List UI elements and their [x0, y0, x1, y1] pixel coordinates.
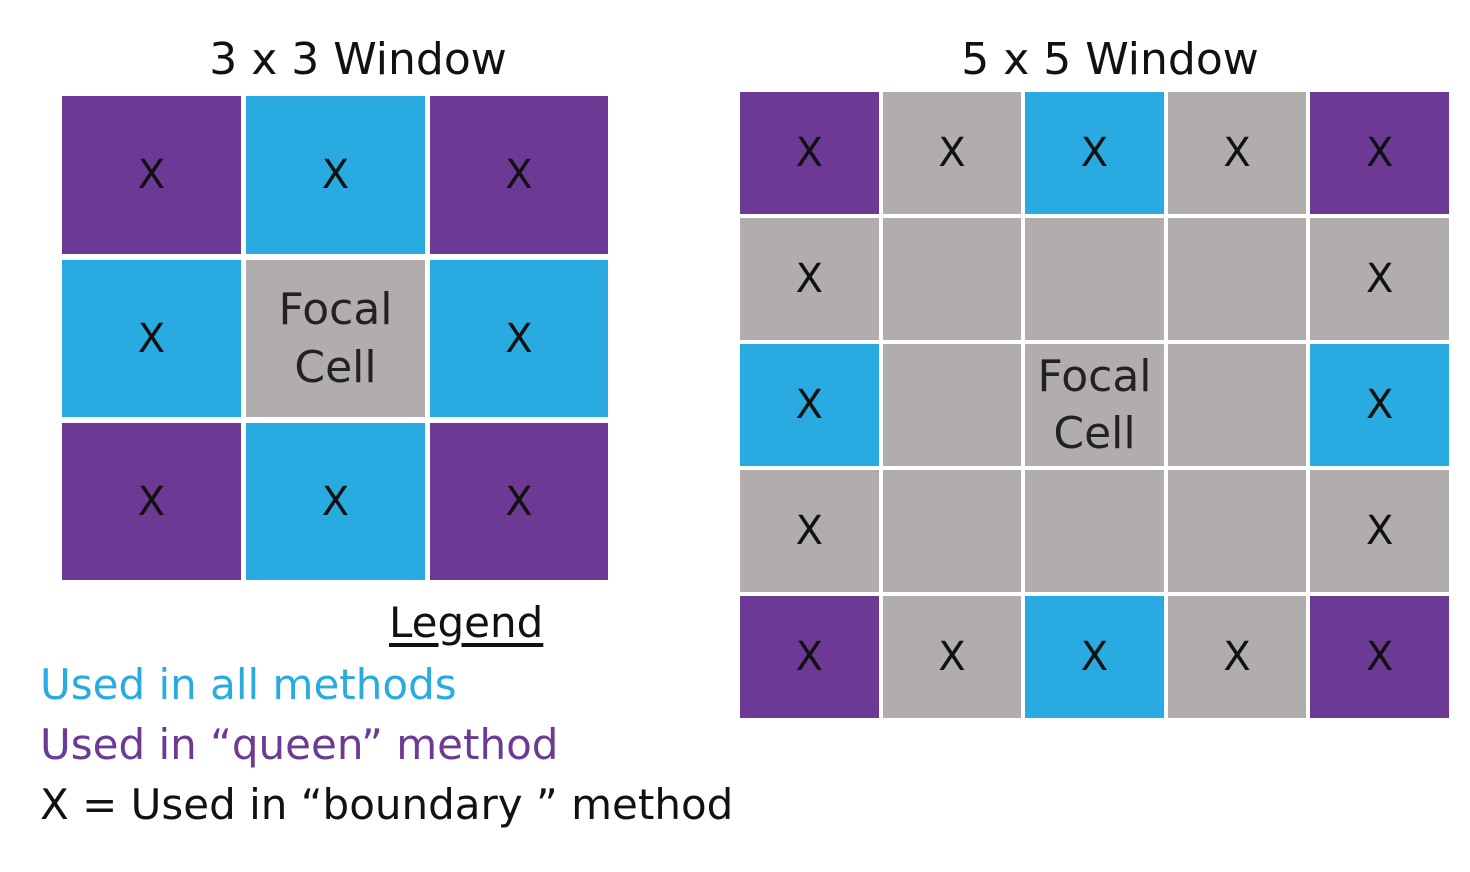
- grid-cell-queen: X: [62, 96, 241, 254]
- grid-cell-all-methods: X: [1310, 344, 1449, 466]
- cell-mark: X: [1223, 130, 1251, 176]
- cell-mark: X: [1365, 382, 1394, 428]
- five-by-five-title: 5 x 5 Window: [961, 34, 1259, 85]
- cell-mark: X: [321, 152, 350, 198]
- focal-cell-label-line1: Focal: [278, 284, 393, 336]
- grid-cell-all-methods: X: [1025, 596, 1164, 718]
- grid-cell-neutral: [882, 218, 1022, 340]
- grid-cell-queen: X: [430, 96, 608, 254]
- cell-mark: X: [505, 478, 533, 525]
- legend-boundary-method: X = Used in “boundary ” method: [40, 780, 734, 829]
- cell-mark: X: [321, 478, 350, 525]
- cell-mark: X: [938, 130, 966, 176]
- cell-mark: X: [795, 256, 823, 302]
- cell-mark: X: [137, 315, 166, 362]
- grid-cell-all-methods: X: [246, 423, 425, 580]
- grid-cell-all-methods: X: [740, 344, 879, 466]
- legend-all-methods: Used in all methods: [40, 660, 457, 709]
- grid-cell-neutral: X: [1310, 470, 1449, 592]
- grid-cell-neutral: X: [1167, 596, 1307, 718]
- legend-title: Legend: [389, 598, 544, 647]
- cell-mark: X: [795, 508, 823, 554]
- grid-cell-neutral: [1167, 470, 1307, 592]
- focal-cell-label-line2: Cell: [294, 341, 377, 393]
- grid-cell-queen: X: [740, 596, 879, 718]
- grid-cell-neutral: X: [882, 596, 1022, 718]
- grid-cell-neutral: [882, 470, 1022, 592]
- grid-cell-neutral: X: [1167, 92, 1307, 214]
- cell-mark: X: [1365, 130, 1394, 176]
- legend-queen-method: Used in “queen” method: [40, 720, 559, 769]
- grid-cell-all-methods: X: [1025, 92, 1164, 214]
- grid-cell-neutral: X: [740, 218, 879, 340]
- grid-cell-neutral: X: [1310, 218, 1449, 340]
- cell-mark: X: [505, 152, 533, 198]
- cell-mark: X: [938, 634, 966, 680]
- grid-cell-neutral: [1025, 218, 1164, 340]
- grid-cell-queen: X: [430, 423, 608, 580]
- focal-cell-label-line1: Focal: [1037, 350, 1152, 402]
- grid-cell-all-methods: X: [430, 260, 608, 417]
- cell-mark: X: [795, 382, 823, 428]
- grid-cell-neutral: [882, 344, 1022, 466]
- grid-cell-queen: X: [1310, 92, 1449, 214]
- three-by-three-title: 3 x 3 Window: [209, 34, 507, 85]
- cell-mark: X: [137, 478, 166, 525]
- cell-mark: X: [1365, 256, 1394, 302]
- cell-mark: X: [137, 152, 166, 198]
- cell-mark: X: [505, 315, 533, 362]
- cell-mark: X: [1080, 130, 1109, 176]
- grid-cell-neutral: X: [740, 470, 879, 592]
- grid-cell-neutral: [1025, 470, 1164, 592]
- grid-cell-queen: X: [62, 423, 241, 580]
- cell-mark: X: [1365, 508, 1394, 554]
- cell-mark: X: [1365, 634, 1394, 680]
- grid-cell-neutral: [1167, 218, 1307, 340]
- cell-mark: X: [795, 634, 823, 680]
- grid-cell-neutral: X: [882, 92, 1022, 214]
- grid-cell-queen: X: [1310, 596, 1449, 718]
- cell-mark: X: [1223, 634, 1251, 680]
- focal-cell-label-line2: Cell: [1053, 408, 1136, 459]
- cell-mark: X: [795, 130, 823, 176]
- grid-cell-neutral: [1167, 344, 1307, 466]
- cell-mark: X: [1080, 634, 1109, 680]
- grid-cell-queen: X: [740, 92, 879, 214]
- grid-cell-all-methods: X: [246, 96, 425, 254]
- grid-cell-all-methods: X: [62, 260, 241, 417]
